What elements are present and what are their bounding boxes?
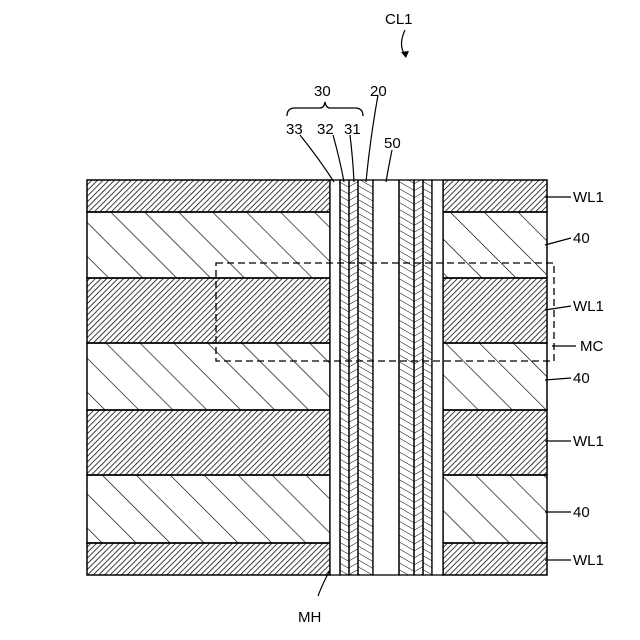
semiconductor-20 bbox=[358, 180, 373, 575]
word-line-layer bbox=[443, 543, 547, 575]
word-line-layer bbox=[443, 410, 547, 475]
insulator-layer bbox=[87, 212, 330, 278]
label-wl1-upper: WL1 bbox=[573, 298, 604, 315]
label-32: 32 bbox=[317, 121, 334, 138]
word-line-layer bbox=[87, 180, 330, 212]
insulator-layer bbox=[87, 475, 330, 543]
label-40-top: 40 bbox=[573, 230, 590, 247]
label-mc: MC bbox=[580, 338, 603, 355]
label-wl1-bottom: WL1 bbox=[573, 552, 604, 569]
tunnel-film-31-right bbox=[414, 180, 423, 575]
label-33: 33 bbox=[286, 121, 303, 138]
insulator-layer bbox=[443, 212, 547, 278]
leader-31 bbox=[350, 135, 354, 182]
right-layer-stack bbox=[443, 180, 547, 575]
block-film-33 bbox=[330, 180, 340, 575]
leader-50 bbox=[386, 150, 392, 182]
label-wl1-top: WL1 bbox=[573, 189, 604, 206]
insulator-layer bbox=[87, 343, 330, 410]
leader-40-a bbox=[545, 238, 571, 245]
core-fill-50 bbox=[373, 180, 399, 575]
insulator-layer bbox=[443, 475, 547, 543]
leader-32 bbox=[333, 135, 344, 182]
label-40-bottom: 40 bbox=[573, 504, 590, 521]
charge-film-32 bbox=[340, 180, 349, 575]
semiconductor-20-right bbox=[399, 180, 414, 575]
word-line-layer bbox=[87, 543, 330, 575]
stack-bracket bbox=[287, 102, 363, 116]
leader-wl1-b bbox=[545, 306, 571, 310]
charge-film-32-right bbox=[423, 180, 432, 575]
word-line-layer bbox=[87, 410, 330, 475]
label-20: 20 bbox=[370, 83, 387, 100]
leader-40-b bbox=[545, 378, 571, 380]
label-mh: MH bbox=[298, 609, 321, 626]
label-40-middle: 40 bbox=[573, 370, 590, 387]
word-line-layer bbox=[443, 278, 547, 343]
label-wl1-lower: WL1 bbox=[573, 433, 604, 450]
label-cl1: CL1 bbox=[385, 11, 413, 28]
label-31: 31 bbox=[344, 121, 361, 138]
cl1-arrow-head bbox=[401, 51, 409, 58]
tunnel-film-31 bbox=[349, 180, 358, 575]
leader-33 bbox=[300, 135, 334, 182]
insulator-layer bbox=[443, 343, 547, 410]
cl1-arrow-line bbox=[402, 30, 406, 55]
label-50: 50 bbox=[384, 135, 401, 152]
memory-pillar bbox=[330, 180, 443, 575]
block-film-33-right bbox=[432, 180, 443, 575]
leader-20 bbox=[366, 95, 378, 182]
left-layer-stack bbox=[87, 180, 330, 575]
word-line-layer bbox=[87, 278, 330, 343]
word-line-layer bbox=[443, 180, 547, 212]
label-30: 30 bbox=[314, 83, 331, 100]
